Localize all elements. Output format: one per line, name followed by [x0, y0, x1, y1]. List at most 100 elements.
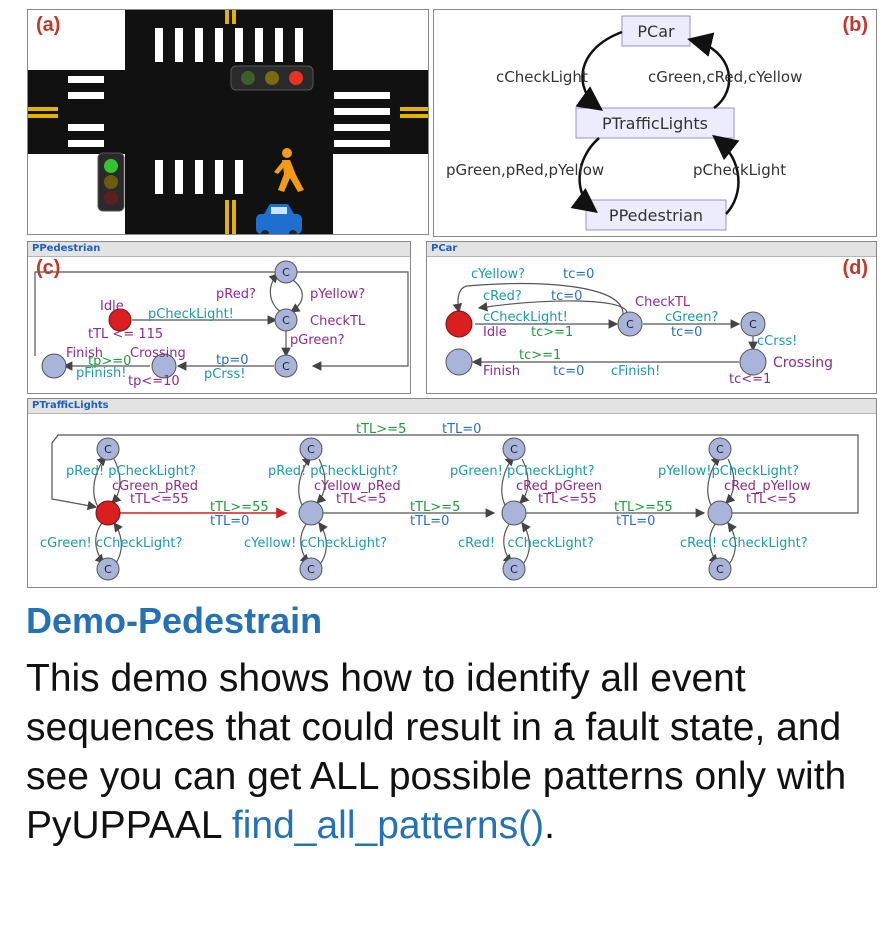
label-s4-name: cRed_pYellow	[724, 479, 811, 494]
label-s1-inv: tTL<=55	[130, 492, 189, 507]
committed-c1: C	[282, 266, 290, 279]
label-cyellow: cYellow?	[471, 267, 525, 282]
label-g23: tTL>=5	[410, 500, 460, 515]
label-b1: cGreen! cCheckLight?	[40, 536, 182, 551]
state-cred-pgreen	[501, 500, 527, 526]
label-r34: tTL=0	[616, 514, 655, 529]
label-tc-ge1: tc>=1	[531, 325, 573, 340]
label-s3-sync: pGreen! pCheckLight?	[450, 464, 595, 479]
label-idle: Idle	[100, 299, 124, 314]
ppedestrian-automaton: PPedestrian C C C pRed? pYellow? Idle pC…	[27, 241, 411, 394]
label-s3-name: cRed_pGreen	[516, 479, 602, 494]
ptrafficlights-graph: C C C C C C C C tTL>=5 tTL=0 pRed! pChec…	[40, 422, 859, 581]
edge-label-pcheck: pCheckLight	[693, 161, 786, 179]
committed-c3: C	[282, 360, 290, 373]
label-s1-name: cGreen_pRed	[112, 479, 198, 494]
state-c-top-2	[299, 437, 323, 461]
panel-c-tag: (c)	[36, 257, 61, 279]
edge-car-to-tl	[575, 30, 623, 111]
ptrafficlights-automaton: PTrafficLights	[27, 398, 877, 588]
state-c-top-1	[96, 437, 120, 461]
label-top-reset: tTL=0	[442, 422, 481, 437]
state-c-bottom-2	[299, 557, 323, 581]
edge-label-ccolors: cGreen,cRed,cYellow	[648, 68, 802, 86]
label-tp-ge0: tp>=0	[88, 354, 131, 369]
state-c-bottom-4	[708, 557, 732, 581]
panel-b-tag: (b)	[842, 14, 868, 36]
label-s3-inv: tTL<=55	[538, 492, 597, 507]
edge-tl-to-car	[687, 32, 731, 110]
label-crossing: Crossing	[130, 346, 186, 361]
label-b2: cYellow! cCheckLight?	[244, 536, 387, 551]
car-icon	[256, 204, 302, 234]
label-g34: tTL>=55	[614, 500, 673, 515]
label-s2-sync: pRed! pCheckLight?	[268, 464, 398, 479]
state-crossing	[739, 348, 767, 376]
panel-a-tag: (a)	[36, 14, 61, 36]
label-ccrss: cCrss!	[757, 334, 797, 349]
edge-tl-to-ped	[570, 137, 600, 214]
label-tc-le1: tc<=1	[729, 372, 771, 387]
automaton-title: PTrafficLights	[28, 399, 876, 414]
edge-label-ccheck: cCheckLight	[496, 68, 588, 86]
state-finish	[41, 353, 67, 379]
demo-text: This demo shows how to identify all even…	[26, 657, 847, 847]
state-checktl	[274, 308, 298, 332]
intersection-illustration: (a)	[27, 9, 429, 235]
traffic-light-horizontal	[230, 65, 314, 91]
label-pfinish: pFinish!	[76, 366, 126, 381]
label-crossing: Crossing	[773, 355, 833, 371]
label-tp-eq0: tp=0	[216, 353, 249, 368]
traffic-light-vertical	[97, 152, 125, 212]
label-idle: Idle	[483, 325, 507, 340]
automaton-title: PCar	[427, 242, 876, 257]
label-s4-sync: pYellow!pCheckLight?	[658, 464, 799, 479]
label-g12: tTL>=55	[210, 500, 269, 515]
node-ptrafficlights	[575, 107, 735, 139]
committed-c2: C	[749, 318, 757, 331]
node-pcar	[621, 15, 691, 47]
intersection-graphic	[28, 10, 428, 234]
committed-c2: C	[282, 314, 290, 327]
pcar-graph: cYellow? tc=0 cRed? tc=0 CheckTL cCheckL…	[445, 267, 833, 387]
label-s1-sync: pRed! pCheckLight?	[66, 464, 196, 479]
committed-label: C	[104, 563, 112, 576]
label-finish: Finish	[66, 346, 103, 361]
demo-title: Demo-Pedestrain	[26, 600, 323, 641]
label-tc0-c: tc=0	[671, 325, 702, 340]
automaton-title: PPedestrian	[28, 242, 410, 257]
label-finish: Finish	[483, 364, 520, 379]
label-cchecklight: cCheckLight!	[483, 310, 568, 325]
committed-label: C	[104, 443, 112, 456]
label-s2-inv: tTL<=5	[336, 492, 386, 507]
label-cred: cRed?	[483, 289, 522, 304]
label-checktl: CheckTL	[635, 295, 691, 310]
state-c-bottom-1	[96, 557, 120, 581]
label-r23: tTL=0	[410, 514, 449, 529]
committed-c1: C	[626, 318, 634, 331]
state-c-top-3	[502, 437, 526, 461]
edge-label-pcolors: pGreen,pRed,pYellow	[446, 161, 604, 179]
committed-label: C	[716, 563, 724, 576]
label-tc0-b: tc=0	[551, 289, 582, 304]
label-b4: cRed! cCheckLight?	[680, 536, 808, 551]
committed-label: C	[307, 563, 315, 576]
state-finish	[445, 348, 473, 376]
state-c-right	[740, 311, 766, 337]
label-cfinish: cFinish!	[611, 364, 660, 379]
label-cgreen: cGreen?	[665, 310, 718, 325]
edge-ped-to-tl	[712, 134, 740, 215]
state-cgreen-pred	[95, 500, 121, 526]
committed-label: C	[510, 563, 518, 576]
ppedestrian-graph: C C C pRed? pYellow? Idle pCheckLight! t…	[34, 260, 409, 389]
label-tc0-d: tc=0	[553, 364, 584, 379]
state-idle	[445, 310, 473, 338]
pedestrian-icon	[274, 148, 304, 192]
state-c-top	[274, 260, 298, 284]
node-pcar-label: PCar	[637, 22, 675, 41]
label-pcrss: pCrss!	[204, 367, 245, 382]
state-cyellow-pred	[298, 500, 324, 526]
label-pred: pRed?	[216, 287, 256, 302]
demo-description: This demo shows how to identify all even…	[26, 654, 876, 850]
state-crossing	[151, 353, 177, 379]
